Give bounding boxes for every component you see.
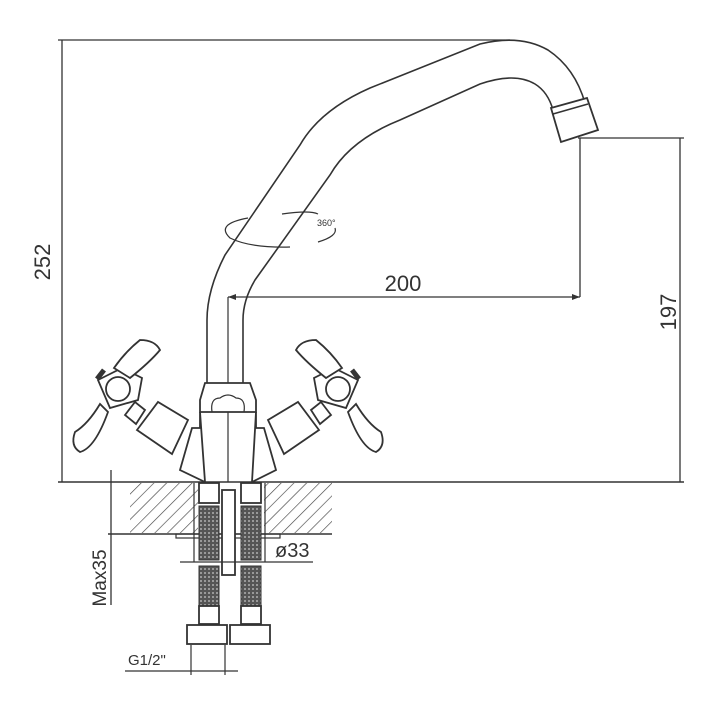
hole-diameter-label: ø33 [275,540,309,562]
dimension-spout-reach: 200 [228,138,581,300]
right-handle-top[interactable] [294,339,344,380]
left-handle-bottom[interactable] [72,402,110,453]
hose-right [229,482,271,645]
right-valve [251,339,384,484]
dimension-spout-height: 197 [578,137,684,482]
dimension-thread: G1/2" [125,645,238,675]
dimension-hole-diameter: ø33 [180,483,313,563]
left-valve [72,339,207,484]
spout [206,39,600,386]
hose-left [186,482,228,645]
body-nut [199,382,257,413]
countertop-section-right [264,483,332,533]
aerator [549,96,600,144]
right-handle-bottom[interactable] [346,402,384,453]
thread-label: G1/2" [128,652,166,669]
mounting-shaft [221,489,236,576]
rotation-indicator: 360° [224,211,336,248]
rotation-label: 360° [317,218,336,228]
total-height-label: 252 [30,244,55,281]
countertop-section-left [130,483,198,533]
dimension-total-height: 252 [30,39,510,482]
dimension-max-thickness: Max35 [90,470,112,607]
spout-height-label: 197 [656,294,681,331]
spout-reach-label: 200 [385,271,422,296]
max-thickness-label: Max35 [90,549,111,606]
left-handle-top[interactable] [112,339,162,380]
